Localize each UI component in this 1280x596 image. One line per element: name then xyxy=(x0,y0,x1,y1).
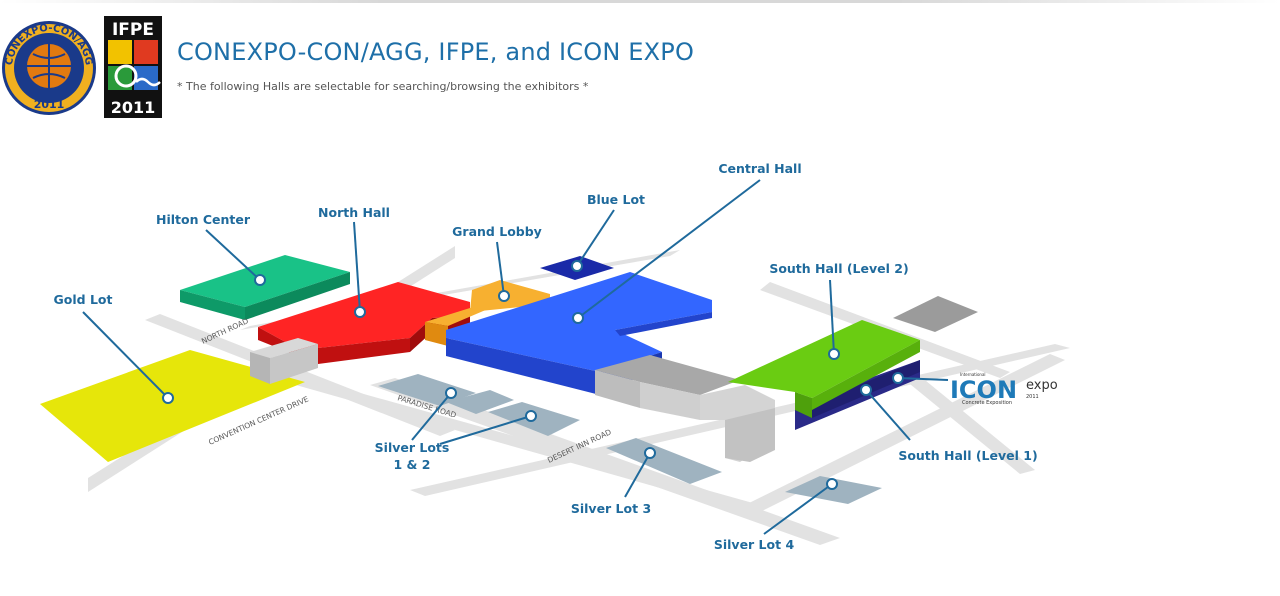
marker-silver-lot-4[interactable] xyxy=(826,478,838,490)
label-central-hall[interactable]: Central Hall xyxy=(718,161,801,176)
marker-gold-lot[interactable] xyxy=(162,392,174,404)
south-hall-level-2-building[interactable] xyxy=(728,320,920,418)
marker-blue-lot[interactable] xyxy=(571,260,583,272)
silver-lot-4[interactable] xyxy=(785,476,882,504)
icon-logo-small: International xyxy=(960,372,986,377)
icon-logo-year: 2011 xyxy=(1026,394,1039,400)
label-south-hall-level-2[interactable]: South Hall (Level 2) xyxy=(769,261,908,276)
silver-lot-1b[interactable] xyxy=(446,390,514,414)
icon-logo-suffix: expo xyxy=(1026,378,1058,393)
marker-icon-expo[interactable] xyxy=(892,372,904,384)
road-south-spur xyxy=(905,376,1035,474)
connector-block xyxy=(250,338,318,384)
label-south-hall-level-1[interactable]: South Hall (Level 1) xyxy=(898,448,1037,463)
ifpe-name: IFPE xyxy=(112,20,154,40)
icon-expo-logo[interactable]: International ICON expo Concrete Exposit… xyxy=(950,372,1058,406)
marker-central-hall[interactable] xyxy=(572,312,584,324)
label-silver-lots-line-2[interactable]: 1 & 2 xyxy=(394,457,431,472)
marker-grand-lobby[interactable] xyxy=(498,290,510,302)
page-subtitle: * The following Halls are selectable for… xyxy=(177,80,589,93)
page-title: CONEXPO-CON/AGG, IFPE, and ICON EXPO xyxy=(177,38,695,66)
gold-lot-area[interactable] xyxy=(40,350,305,462)
label-blue-lot[interactable]: Blue Lot xyxy=(587,192,645,207)
concourse-building xyxy=(595,355,775,462)
conexpo-logo: CONEXPO-CON/AGG 2011 xyxy=(2,21,96,115)
label-hilton-center[interactable]: Hilton Center xyxy=(156,212,251,227)
hotspot-markers[interactable] xyxy=(162,260,904,490)
conexpo-year: 2011 xyxy=(34,98,65,111)
icon-logo-tagline: Concrete Exposition xyxy=(962,400,1012,406)
top-rule xyxy=(0,0,1280,3)
marker-south-hall-level-2[interactable] xyxy=(828,348,840,360)
marker-silver-lot-3[interactable] xyxy=(644,447,656,459)
parking-structure xyxy=(893,296,978,332)
marker-north-hall[interactable] xyxy=(354,306,366,318)
label-silver-lot-3[interactable]: Silver Lot 3 xyxy=(571,501,651,516)
marker-silver-lot-1[interactable] xyxy=(445,387,457,399)
ifpe-year: 2011 xyxy=(111,98,156,117)
leader-lines xyxy=(82,179,949,535)
label-silver-lots-line-1[interactable]: Silver Lots xyxy=(375,440,450,455)
road-paradise xyxy=(370,378,840,545)
marker-silver-lot-2[interactable] xyxy=(525,410,537,422)
marker-hilton-center[interactable] xyxy=(254,274,266,286)
icon-logo-main: ICON xyxy=(950,376,1017,404)
ifpe-logo: IFPE 2011 xyxy=(104,16,162,118)
label-silver-lot-4[interactable]: Silver Lot 4 xyxy=(714,537,795,552)
silver-lot-3[interactable] xyxy=(606,438,722,484)
label-gold-lot[interactable]: Gold Lot xyxy=(54,292,113,307)
label-north-hall[interactable]: North Hall xyxy=(318,205,390,220)
label-grand-lobby[interactable]: Grand Lobby xyxy=(452,224,542,239)
marker-south-hall-level-1[interactable] xyxy=(860,384,872,396)
